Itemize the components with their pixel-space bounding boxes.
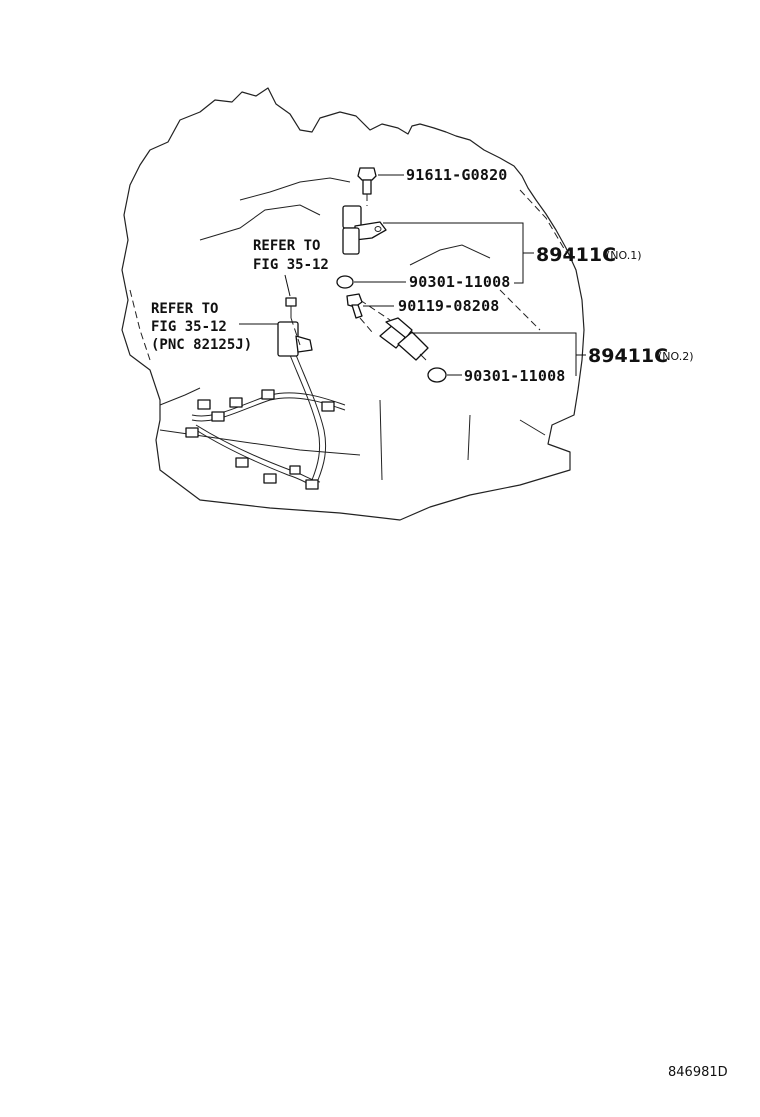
bolt-top — [357, 167, 377, 206]
harness-connector-3 — [185, 427, 199, 438]
harness-connector-8 — [263, 473, 277, 484]
ref-b-line1: REFER TO — [151, 301, 218, 317]
harness-connector-10 — [289, 465, 301, 475]
sensor-no1-body — [342, 227, 360, 255]
oring-no2 — [427, 367, 447, 383]
label-bolt-mid: 90119-08208 — [398, 297, 500, 315]
housing-web-left — [199, 204, 321, 241]
leader-ref-a — [284, 274, 291, 297]
ref-a-line2: FIG 35-12 — [253, 257, 329, 273]
harness-connector-1 — [197, 399, 211, 410]
harness-sensor — [277, 297, 313, 357]
label-oring-no1: 90301-11008 — [409, 273, 511, 291]
harness-cable-b — [295, 354, 327, 481]
harness-sensor-body — [277, 321, 299, 357]
bolt-mid — [346, 293, 373, 333]
housing-rib-3 — [519, 419, 546, 436]
harness-connector-2 — [211, 411, 225, 422]
housing-outline — [121, 87, 585, 521]
housing-dash-4 — [359, 299, 391, 321]
oring-no1 — [336, 275, 354, 289]
harness-cable — [289, 354, 321, 481]
harness-connector-5 — [261, 389, 275, 400]
ref-b-line3: (PNC 82125J) — [151, 337, 252, 353]
housing-rib-1 — [379, 399, 383, 481]
ref-b-line2: FIG 35-12 — [151, 319, 227, 335]
housing-inner-step — [159, 387, 201, 406]
label-sensor-no2-note: (NO.2) — [658, 350, 694, 363]
figure-number: 846981D — [668, 1065, 728, 1080]
bolt-mid-shank — [351, 304, 363, 319]
sensor-no2 — [379, 317, 429, 361]
harness-sensor-dash — [290, 317, 301, 346]
bolt-mid-head — [346, 293, 363, 308]
housing-dash-1 — [519, 189, 567, 253]
leader-lines — [239, 174, 586, 376]
harness-connector-9 — [305, 479, 319, 490]
harness-sensor-flange — [295, 335, 313, 353]
transmission-housing — [121, 87, 585, 521]
bolt-top-head — [357, 167, 377, 181]
label-oring-no2: 90301-11008 — [464, 367, 566, 385]
sensor-no1 — [342, 205, 387, 255]
label-bolt-top: 91611-G0820 — [406, 166, 508, 184]
housing-web-mid — [409, 244, 491, 266]
sensor-no2-flange — [385, 317, 413, 339]
sensor-no2-body — [397, 331, 429, 361]
sensor-no1-connector — [342, 205, 362, 229]
housing-rib-2 — [467, 414, 471, 461]
housing-dash-2 — [499, 289, 541, 331]
harness-connector-6 — [321, 401, 335, 412]
ref-a-line1: REFER TO — [253, 238, 320, 254]
bolt-top-shank — [362, 179, 372, 195]
bolt-mid-dash — [359, 317, 373, 333]
harness-lower-b — [195, 429, 319, 488]
label-sensor-no1-note: (NO.1) — [606, 249, 642, 262]
harness-connector-7 — [235, 457, 249, 468]
harness-lower-a — [195, 424, 321, 483]
housing-dash-3 — [129, 289, 151, 361]
leader-sensor-no2 — [410, 332, 577, 376]
label-sensor-no2: 89411C — [588, 345, 668, 367]
label-sensor-no1: 89411C — [536, 244, 616, 266]
sensor-no2-tip — [419, 353, 427, 361]
sensor-no1-hole — [374, 226, 382, 232]
wire-harness — [185, 354, 346, 490]
housing-web-top — [239, 177, 351, 201]
harness-connector-4 — [229, 397, 243, 408]
harness-sensor-bolt-head — [285, 297, 297, 307]
